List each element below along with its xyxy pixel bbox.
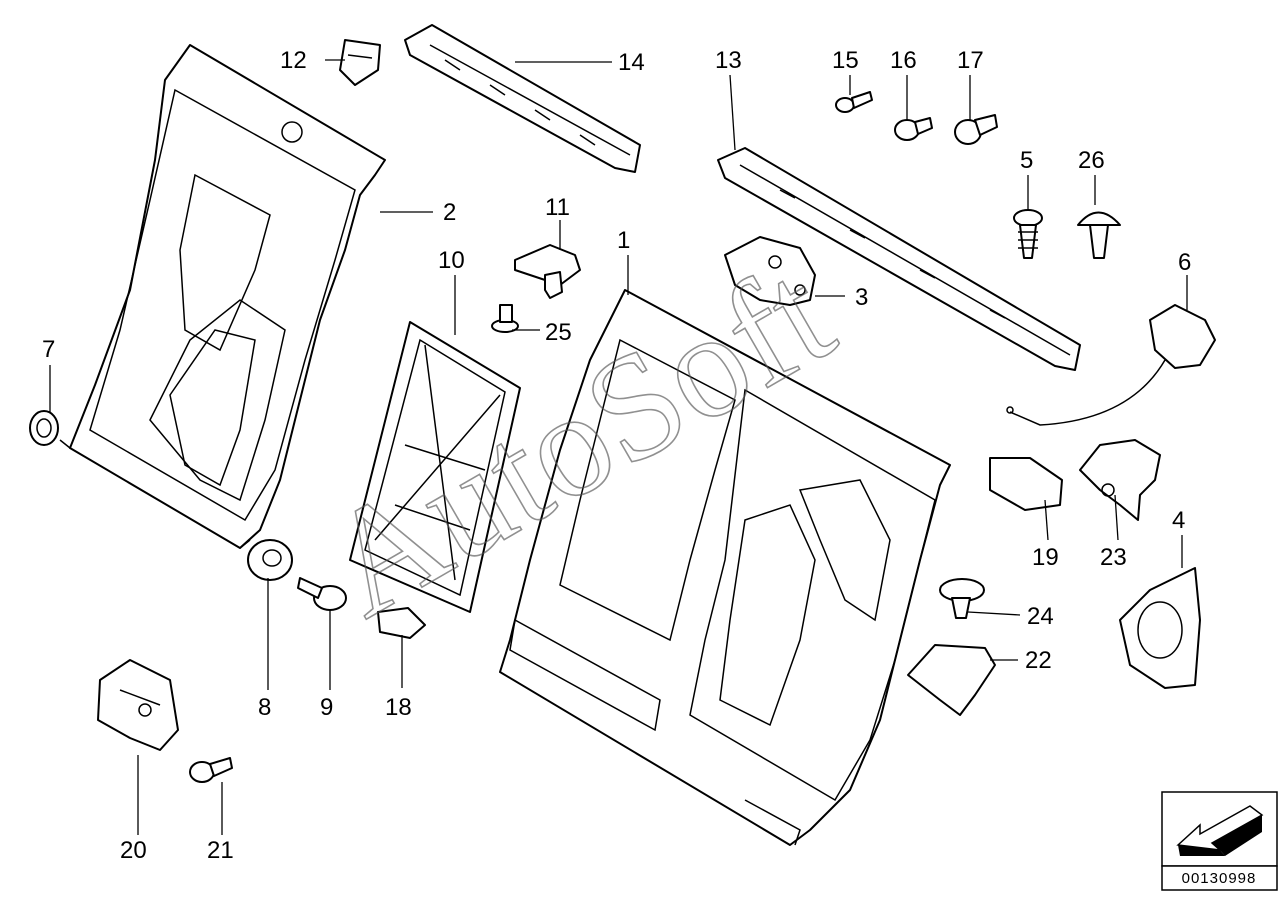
arrow-icon	[1176, 805, 1264, 852]
part-16-bolt	[894, 117, 933, 141]
callout-10: 10	[438, 247, 465, 274]
part-8-bushing	[247, 539, 293, 581]
callout-19: 19	[1032, 544, 1059, 571]
part-9-bolt	[297, 577, 347, 611]
callout-17: 17	[957, 47, 984, 74]
part-7-grommet	[29, 410, 59, 446]
callout-13: 13	[715, 47, 742, 74]
part-20-hinge-plate	[97, 659, 179, 751]
part-4-cover	[1119, 567, 1201, 689]
callout-labels: 1 2 3 4 5 6 7 8 9 10 11 12 13 14 15 16 1…	[42, 47, 1191, 864]
leader-lines	[49, 59, 1188, 835]
callout-15: 15	[832, 47, 859, 74]
callout-23: 23	[1100, 544, 1127, 571]
part-19-bracket	[989, 457, 1063, 511]
part-12-clip	[339, 39, 381, 86]
part-18-clip	[377, 607, 426, 639]
part-15-bolt	[835, 91, 873, 113]
document-number-box: 00130998	[1161, 865, 1278, 891]
callout-26: 26	[1078, 147, 1105, 174]
callout-7: 7	[42, 336, 55, 363]
callout-11: 11	[545, 194, 570, 221]
part-22-cover-cap	[907, 644, 996, 716]
callout-16: 16	[890, 47, 917, 74]
callout-6: 6	[1178, 249, 1191, 276]
part-25-screw	[491, 304, 519, 333]
callout-20: 20	[120, 837, 147, 864]
callout-25: 25	[545, 319, 572, 346]
callout-14: 14	[618, 49, 645, 76]
callout-8: 8	[258, 694, 271, 721]
callout-5: 5	[1020, 147, 1033, 174]
part-1-right-backrest-frame	[499, 289, 951, 846]
part-14-upper-rail	[404, 24, 641, 173]
part-10-mesh-insert	[349, 321, 521, 613]
callout-2: 2	[443, 199, 456, 226]
part-17-bolt	[954, 114, 998, 145]
callout-22: 22	[1025, 647, 1052, 674]
part-6-cable-lock	[1006, 304, 1216, 426]
callout-4: 4	[1172, 507, 1185, 534]
callout-1: 1	[617, 227, 630, 254]
callout-12: 12	[280, 47, 307, 74]
callout-24: 24	[1027, 603, 1054, 630]
callout-21: 21	[207, 837, 234, 864]
reference-arrow-box	[1161, 791, 1278, 867]
part-2-left-backrest-frame	[59, 44, 386, 549]
part-13-long-rail	[717, 147, 1081, 371]
part-5-spring-clip	[1013, 209, 1043, 259]
document-number: 00130998	[1182, 870, 1257, 887]
part-3-lock	[724, 236, 816, 306]
part-24-rivet	[939, 578, 985, 619]
part-21-bolt	[189, 757, 233, 783]
part-11-latch-bracket	[514, 244, 581, 299]
callout-9: 9	[320, 694, 333, 721]
part-23-bracket	[1079, 439, 1161, 521]
part-26-push-pin	[1077, 211, 1121, 259]
callout-3: 3	[855, 284, 868, 311]
callout-18: 18	[385, 694, 412, 721]
